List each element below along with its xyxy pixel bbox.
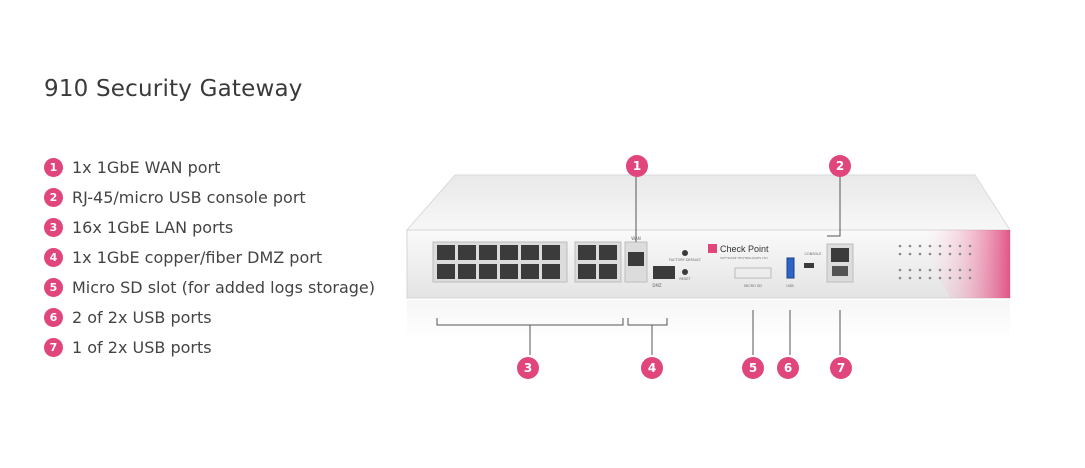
feature-item: 1 1x 1GbE WAN port xyxy=(44,152,375,182)
callout-3: 3 xyxy=(517,357,539,379)
callout-2: 2 xyxy=(829,155,851,177)
callout-4: 4 xyxy=(641,357,663,379)
feature-item: 4 1x 1GbE copper/fiber DMZ port xyxy=(44,242,375,272)
callout-1: 1 xyxy=(626,155,648,177)
number-badge: 7 xyxy=(44,337,63,357)
console-label: CONSOLE xyxy=(805,252,822,256)
callout-7: 7 xyxy=(830,357,852,379)
usb-label: USB xyxy=(786,284,794,288)
feature-text: 1x 1GbE WAN port xyxy=(72,157,221,177)
number-badge: 1 xyxy=(44,157,63,177)
number-badge: 5 xyxy=(44,277,63,297)
brand-logo: Check Point xyxy=(720,244,769,254)
dmz-label: DMZ xyxy=(652,283,662,288)
feature-text: RJ-45/micro USB console port xyxy=(72,187,306,207)
factory-default-label: FACTORY DEFAULT xyxy=(669,258,702,262)
number-badge: 2 xyxy=(44,187,63,207)
number-badge: 4 xyxy=(44,247,63,267)
callout-6: 6 xyxy=(777,357,799,379)
feature-item: 7 1 of 2x USB ports xyxy=(44,332,375,362)
feature-list: 1 1x 1GbE WAN port 2 RJ-45/micro USB conso… xyxy=(44,152,375,362)
feature-text: 1 of 2x USB ports xyxy=(72,337,212,357)
feature-text: Micro SD slot (for added logs storage) xyxy=(72,277,376,297)
feature-item: 2 RJ-45/micro USB console port xyxy=(44,182,375,212)
page-title: 910 Security Gateway xyxy=(44,76,303,102)
reset-label: RESET xyxy=(679,277,691,281)
feature-item: 3 16x 1GbE LAN ports xyxy=(44,212,375,242)
gateway-device-image: WAN DMZ FACTORY DEFAULT RESET Check Poin… xyxy=(405,174,1011,355)
number-badge: 6 xyxy=(44,307,63,327)
feature-text: 16x 1GbE LAN ports xyxy=(72,217,234,237)
feature-text: 1x 1GbE copper/fiber DMZ port xyxy=(72,247,323,267)
micro-sd-label: MICRO SD xyxy=(744,284,762,288)
feature-text: 2 of 2x USB ports xyxy=(72,307,212,327)
feature-item: 6 2 of 2x USB ports xyxy=(44,302,375,332)
feature-item: 5 Micro SD slot (for added logs storage) xyxy=(44,272,375,302)
brand-subtitle: SOFTWARE TECHNOLOGIES LTD. xyxy=(720,256,769,260)
number-badge: 3 xyxy=(44,217,63,237)
callout-5: 5 xyxy=(742,357,764,379)
